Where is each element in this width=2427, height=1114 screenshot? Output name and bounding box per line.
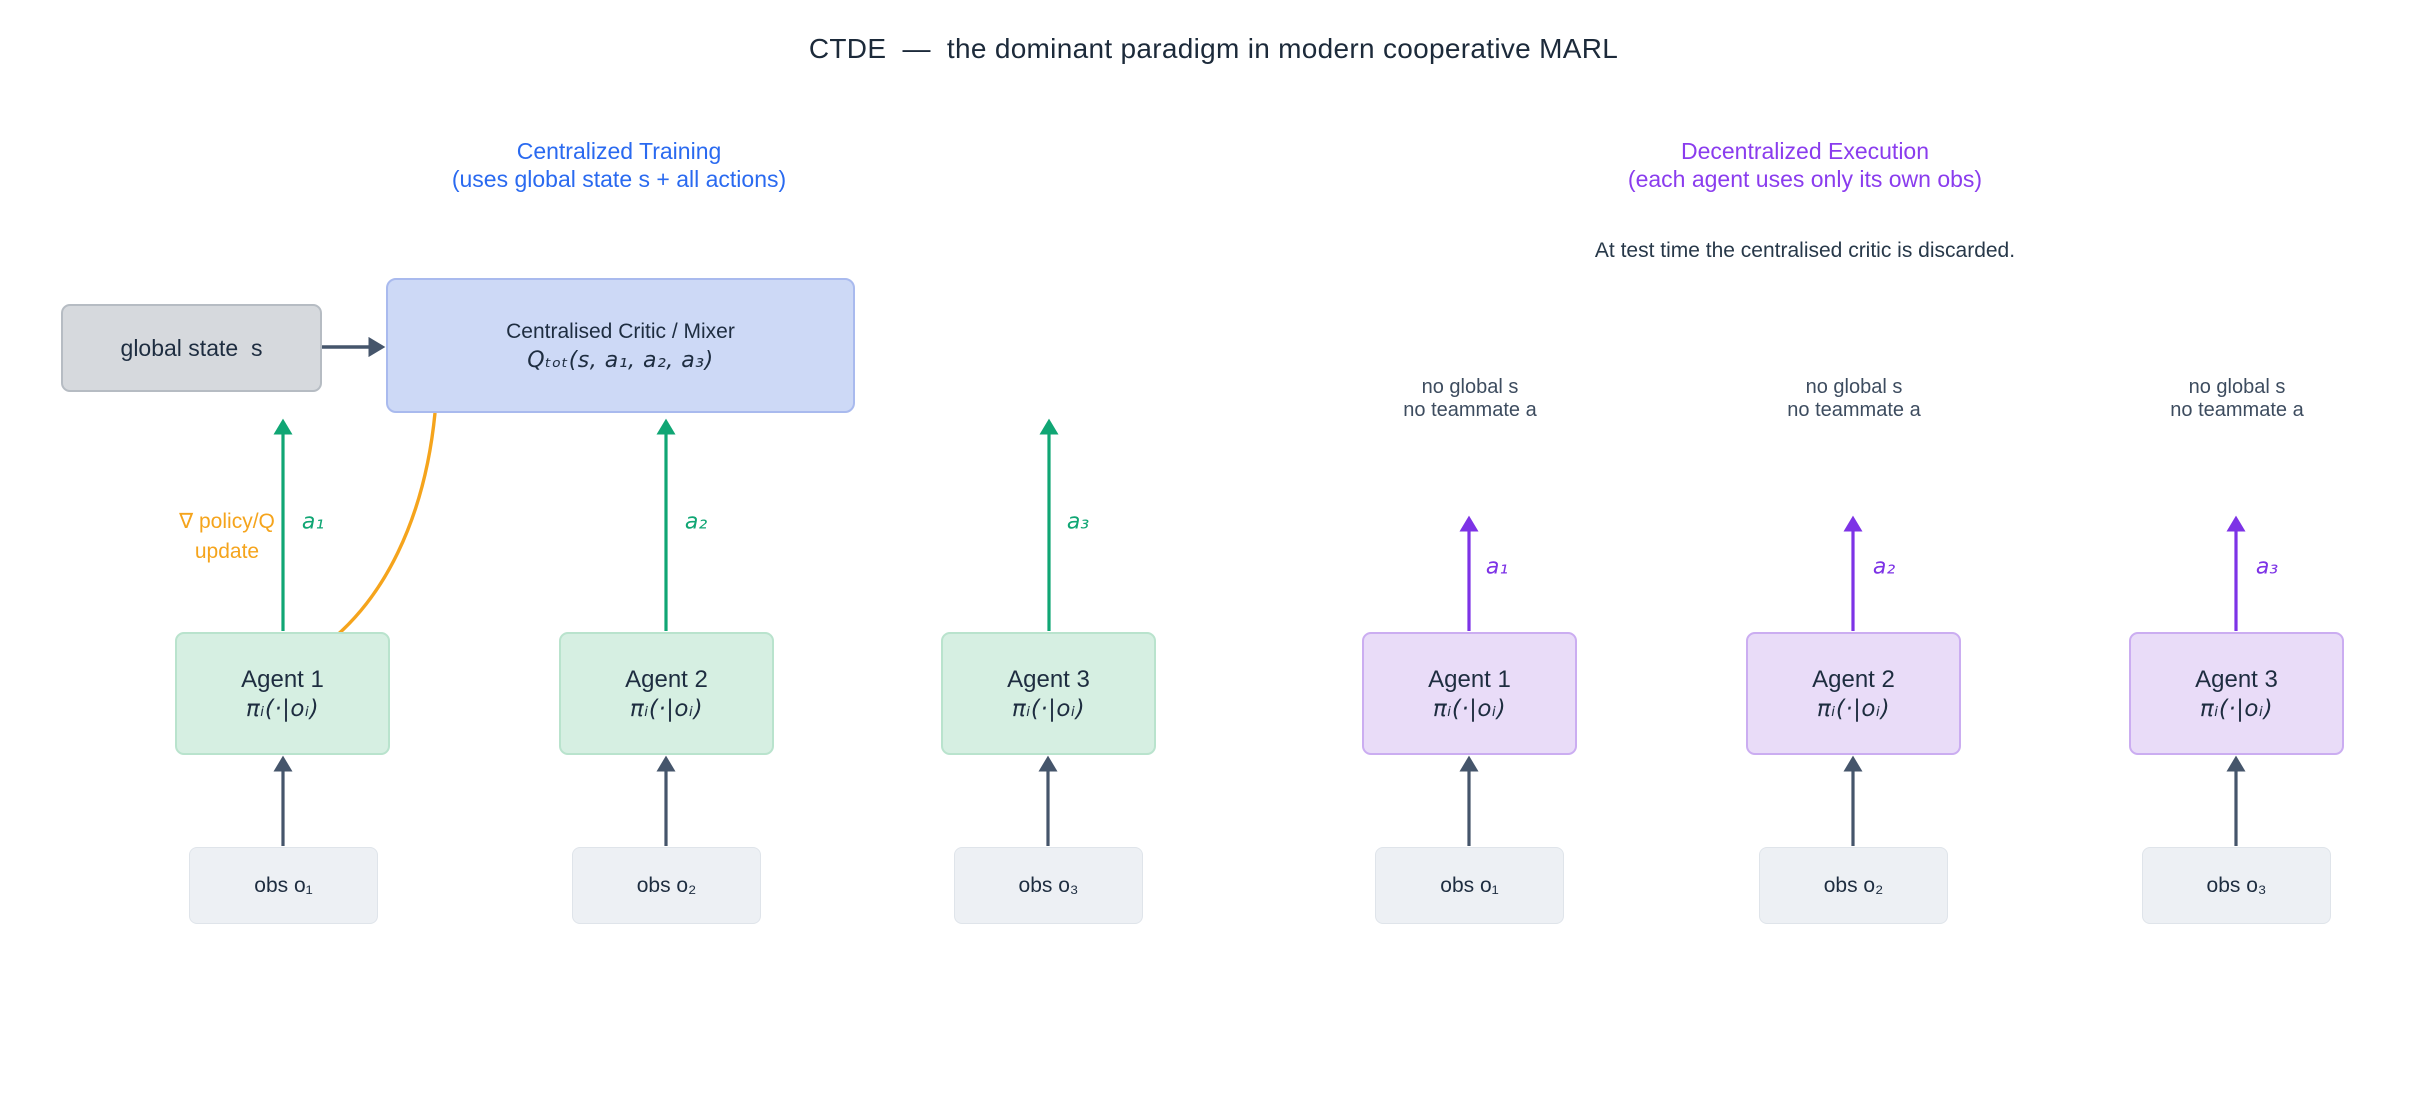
- action-label-a1-train: a₁: [301, 509, 325, 535]
- obs2-train-box: obs o₂: [572, 847, 761, 924]
- agent2-exec-policy: πᵢ(·|oᵢ): [1816, 695, 1891, 722]
- agent3-train-box: Agent 3 πᵢ(·|oᵢ): [941, 632, 1156, 755]
- page-title: CTDE — the dominant paradigm in modern c…: [808, 33, 1619, 64]
- action-label-a2-train: a₂: [684, 509, 708, 535]
- agent3-exec-name: Agent 3: [2195, 665, 2278, 693]
- obs2-exec-box: obs o₂: [1759, 847, 1948, 924]
- agent2-exec-name: Agent 2: [1812, 665, 1895, 693]
- agent2-exec-box: Agent 2 πᵢ(·|oᵢ): [1746, 632, 1961, 755]
- test-time-note: At test time the centralised critic is d…: [1594, 239, 2016, 262]
- gradient-update-label: ∇ policy/Q update: [179, 510, 275, 563]
- header-centralized-training: Centralized Training (uses global state …: [319, 137, 919, 193]
- agent1-train-name: Agent 1: [241, 665, 324, 693]
- constraint-agent1: no global s no teammate a: [1403, 376, 1537, 421]
- agent1-exec-name: Agent 1: [1428, 665, 1511, 693]
- agent2-train-name: Agent 2: [625, 665, 708, 693]
- header-decentralized-execution-line2: (each agent uses only its own obs): [1627, 166, 1983, 192]
- action-label-a3-exec: a₃: [2255, 554, 2279, 580]
- critic-formula: Qₜₒₜ(s, a₁, a₂, a₃): [527, 347, 714, 373]
- agent1-exec-policy: πᵢ(·|oᵢ): [1432, 695, 1507, 722]
- header-centralized-training-line2: (uses global state s + all actions): [451, 166, 787, 192]
- agent3-train-name: Agent 3: [1007, 665, 1090, 693]
- critic-title: Centralised Critic / Mixer: [506, 319, 735, 343]
- obs3-train-box: obs o₃: [954, 847, 1143, 924]
- obs1-train-box: obs o₁: [189, 847, 378, 924]
- agent3-train-policy: πᵢ(·|oᵢ): [1011, 695, 1086, 722]
- agent3-exec-box: Agent 3 πᵢ(·|oᵢ): [2129, 632, 2344, 755]
- action-label-a2-exec: a₂: [1872, 554, 1896, 580]
- action-label-a1-exec: a₁: [1485, 554, 1509, 580]
- agent1-train-box: Agent 1 πᵢ(·|oᵢ): [175, 632, 390, 755]
- agent2-train-box: Agent 2 πᵢ(·|oᵢ): [559, 632, 774, 755]
- agent3-exec-policy: πᵢ(·|oᵢ): [2199, 695, 2274, 722]
- critic-box: Centralised Critic / Mixer Qₜₒₜ(s, a₁, a…: [386, 278, 855, 413]
- agent2-train-policy: πᵢ(·|oᵢ): [629, 695, 704, 722]
- agent1-exec-box: Agent 1 πᵢ(·|oᵢ): [1362, 632, 1577, 755]
- header-decentralized-execution: Decentralized Execution (each agent uses…: [1505, 137, 2105, 193]
- action-label-a3-train: a₃: [1066, 509, 1090, 535]
- global-state-box: global state s: [61, 304, 322, 392]
- agent1-train-policy: πᵢ(·|oᵢ): [245, 695, 320, 722]
- constraint-agent3: no global s no teammate a: [2170, 376, 2304, 421]
- obs3-exec-box: obs o₃: [2142, 847, 2331, 924]
- constraint-agent2: no global s no teammate a: [1787, 376, 1921, 421]
- header-decentralized-execution-line1: Decentralized Execution: [1680, 138, 1930, 164]
- obs1-exec-box: obs o₁: [1375, 847, 1564, 924]
- header-centralized-training-line1: Centralized Training: [516, 138, 722, 164]
